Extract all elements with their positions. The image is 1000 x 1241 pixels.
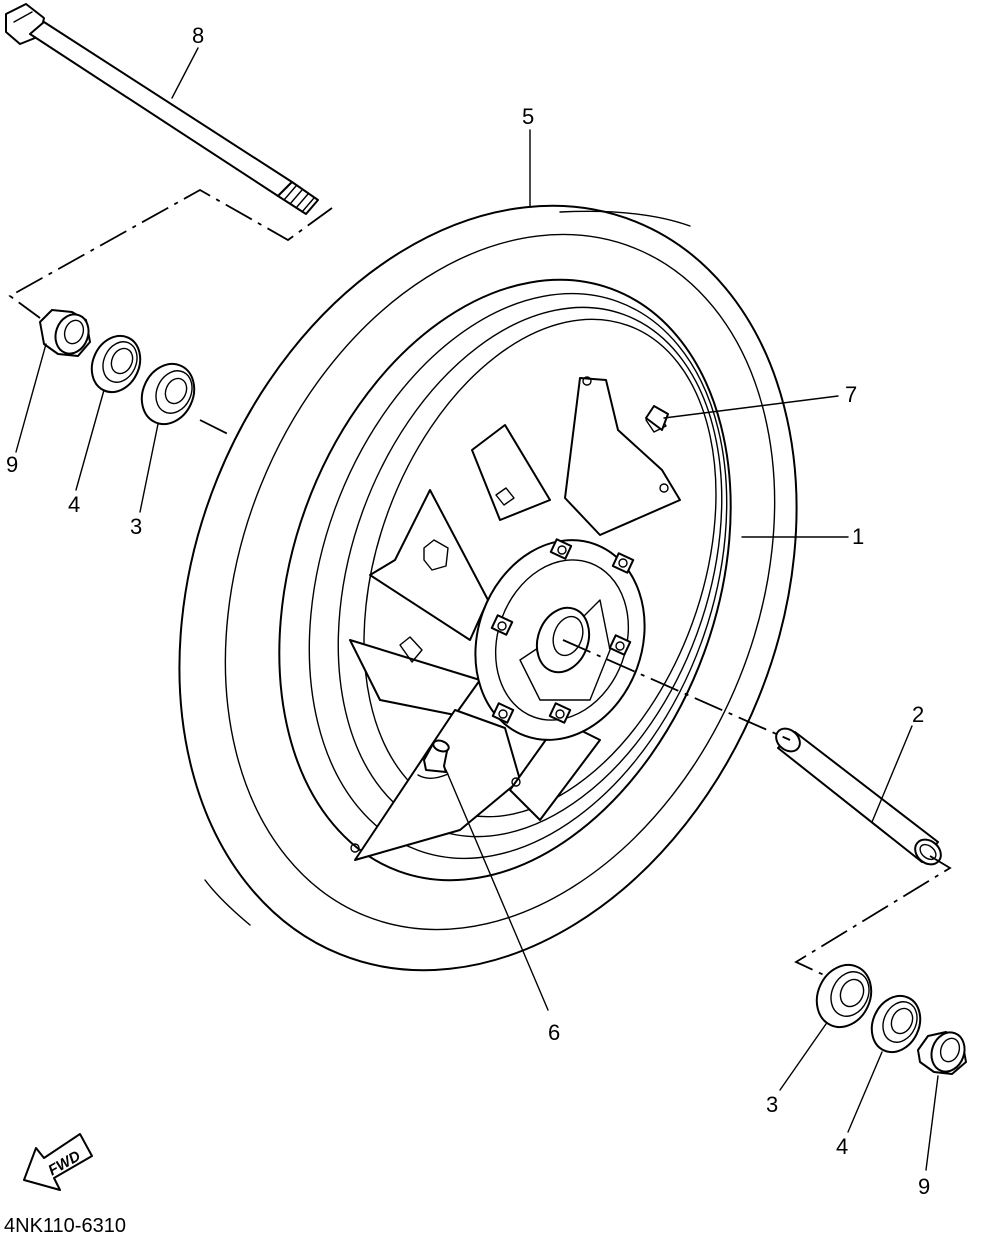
callout-3-right: 3 xyxy=(766,1092,778,1117)
callout-numbers: 8 5 7 1 2 6 9 4 3 3 4 9 xyxy=(6,23,930,1199)
oil-seal-left xyxy=(90,334,142,394)
collar-left xyxy=(39,309,91,357)
collar-right xyxy=(917,1031,967,1075)
callout-9-right: 9 xyxy=(918,1174,930,1199)
bearing-right xyxy=(815,963,873,1029)
callout-1: 1 xyxy=(852,524,864,549)
diagram-code: 4NK110-6310 xyxy=(4,1215,126,1237)
callout-2: 2 xyxy=(912,702,924,727)
valve-stem xyxy=(417,739,450,779)
callout-8: 8 xyxy=(192,23,204,48)
axle-spacer xyxy=(775,727,942,866)
balance-weight xyxy=(645,405,669,431)
callout-5: 5 xyxy=(522,104,534,129)
callout-6: 6 xyxy=(548,1020,560,1045)
callout-9-left: 9 xyxy=(6,452,18,477)
assembly-lines xyxy=(8,188,952,977)
tire xyxy=(178,204,798,972)
leader-lines xyxy=(15,47,939,1171)
wheel-axle xyxy=(5,3,319,215)
callout-4-right: 4 xyxy=(836,1134,848,1159)
fwd-arrow: FWD xyxy=(23,1133,93,1191)
bearing-left xyxy=(140,362,196,426)
callout-3-left: 3 xyxy=(130,514,142,539)
cast-wheel xyxy=(278,278,732,882)
callout-4-left: 4 xyxy=(68,492,80,517)
oil-seal-right xyxy=(870,994,922,1054)
callout-7: 7 xyxy=(845,382,857,407)
